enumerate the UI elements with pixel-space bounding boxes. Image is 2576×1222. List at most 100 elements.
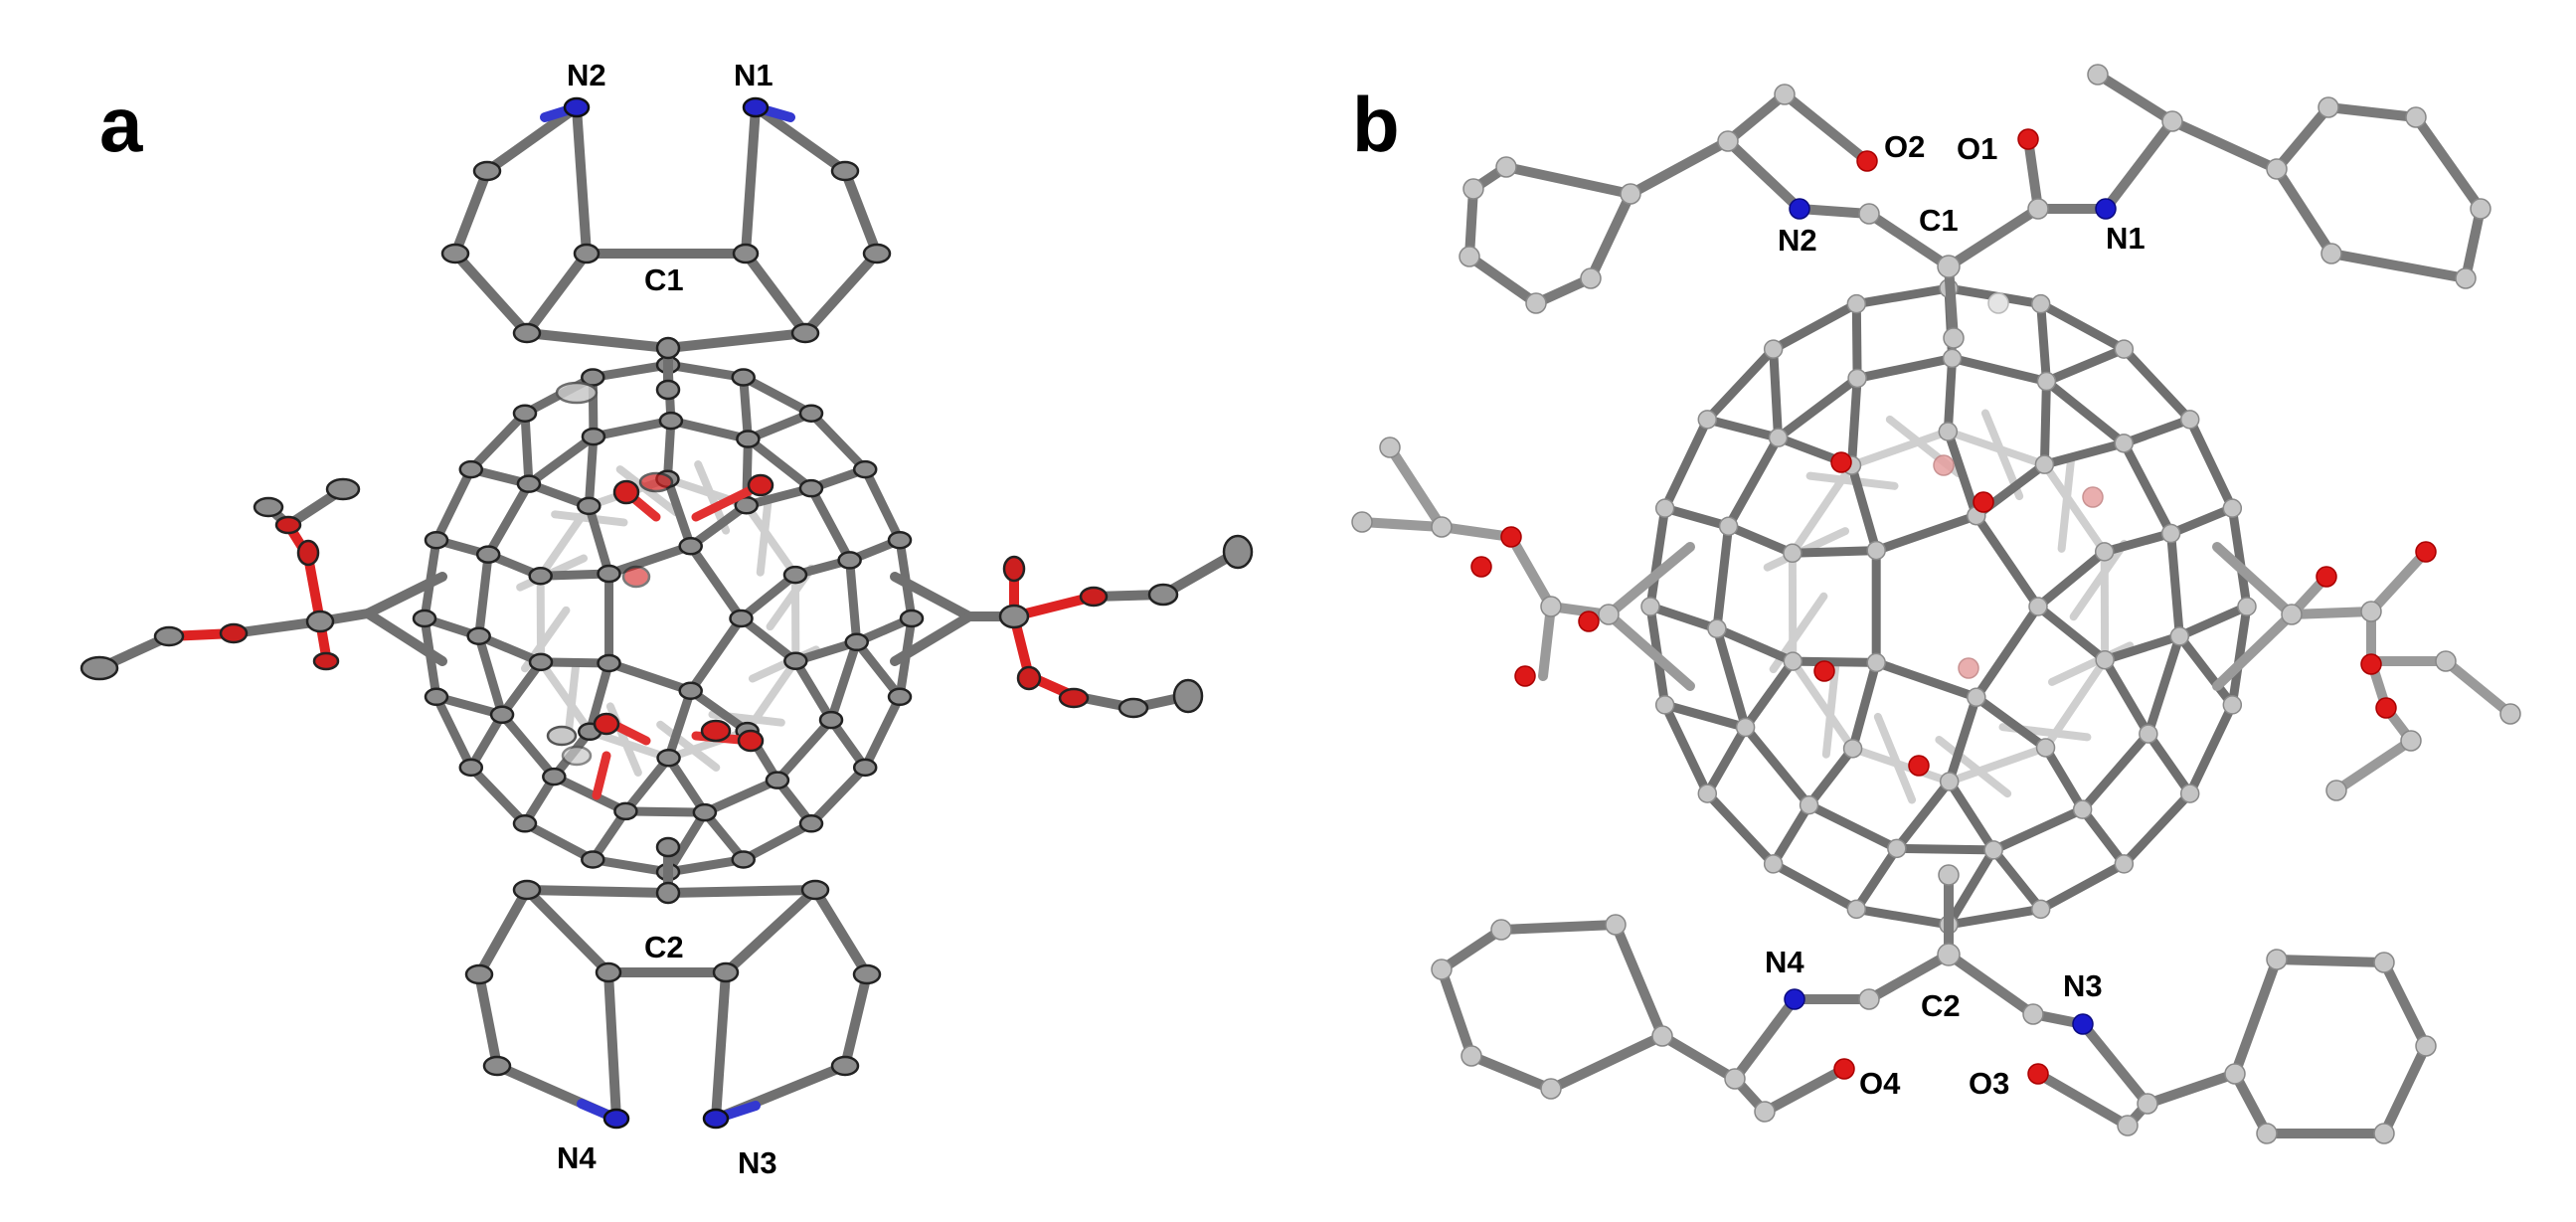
a-cage-atom [765, 771, 790, 789]
a-cage-atom [678, 681, 703, 701]
b-cage-atom [1983, 840, 2003, 860]
a-cage-atom [658, 411, 684, 431]
b-cage-atom [2179, 410, 2200, 430]
b-cage-atom [1846, 293, 1867, 314]
a-cage-atom [458, 459, 484, 479]
a-cage-atom [887, 530, 913, 550]
a-cage-atom [837, 551, 862, 570]
n3-atom-b [2072, 1013, 2094, 1035]
b-cage-atom [1847, 368, 1867, 389]
b-cage-atom [2114, 339, 2135, 359]
a-cage-atom [844, 632, 869, 652]
n4-atom-a [602, 1108, 630, 1130]
label-n3-b: N3 [2063, 968, 2103, 1003]
label-o3-b: O3 [1969, 1066, 2009, 1101]
a-cage-atom [798, 404, 824, 423]
bottom-bisoxazoline-b [1431, 864, 2437, 1144]
a-cage-atom [613, 801, 638, 821]
a-cage-atom [887, 687, 913, 707]
b-cage-atom [2222, 695, 2243, 715]
panel-letter-a: a [99, 81, 143, 168]
n4-atom-b [1784, 988, 1805, 1010]
b-cage-atom [2237, 597, 2257, 616]
right-ester-arm-b [2212, 541, 2521, 801]
a-cage-atom [798, 814, 824, 833]
b-cage-atom [1697, 410, 1718, 430]
b-cage-atom [1887, 838, 1907, 859]
b-cage-atom [1718, 516, 1739, 537]
bottom-diazafluorene-a [464, 836, 882, 1130]
a-cage-atom [489, 705, 515, 725]
b-cage-atom [2030, 293, 2051, 314]
b-cage-atom [2094, 542, 2115, 562]
left-ester-arm-a [80, 477, 447, 681]
b-cage-atom [2179, 784, 2200, 803]
label-n2-b: N2 [1778, 223, 1817, 258]
a-cage-atom [731, 850, 756, 869]
a-cage-atom [528, 652, 554, 672]
panel-b-molecule: b [1351, 64, 2521, 1144]
label-n4-a: N4 [557, 1140, 597, 1175]
fullerene-cage-a [412, 355, 925, 882]
b-cage-atom [2139, 724, 2158, 744]
b-cage-atom [1697, 784, 1718, 803]
panel-a-molecule: a [80, 58, 1254, 1180]
a-cage-atom [424, 530, 449, 550]
b-cage-atom [1799, 794, 1819, 815]
b-cage-atom [1967, 687, 1986, 708]
inner-ester-fragments-b [1813, 292, 2104, 777]
a-cage-atom [528, 566, 553, 586]
b-cage-atom [2072, 799, 2093, 819]
b-cage-atom [1846, 899, 1867, 920]
a-cage-atom [512, 814, 538, 833]
a-cage-atom [424, 687, 449, 707]
n3-atom-a [702, 1108, 730, 1130]
a-cage-atom [783, 651, 808, 671]
a-cage-atom [692, 802, 718, 822]
b-cage-atom [2114, 854, 2135, 874]
o4-atom-b [1833, 1058, 1855, 1080]
a-cage-atom [466, 626, 491, 646]
b-cage-atom [1763, 339, 1784, 359]
label-n1-b: N1 [2106, 221, 2146, 256]
a-cage-atom [852, 459, 878, 479]
left-ester-arm-b [1351, 436, 1695, 691]
b-cage-atom [1640, 597, 1660, 616]
a-cage-atom [542, 767, 567, 786]
b-cage-atom [1783, 543, 1803, 564]
label-n3-a: N3 [738, 1145, 777, 1180]
inner-ester-fragments-a [546, 381, 774, 800]
b-cage-atom [2114, 434, 2135, 453]
b-cage-atom [2028, 597, 2048, 616]
atom-labels-b: O2 O1 N2 C1 N1 N4 C2 N3 O4 O3 [1765, 129, 2146, 1101]
b-cage-atom [1707, 618, 1727, 639]
b-cage-atom [1735, 717, 1756, 738]
n2-atom-b [1789, 198, 1810, 220]
a-cage-atom [581, 427, 606, 446]
a-cage-atom [731, 368, 756, 387]
a-cage-atom [782, 565, 808, 585]
a-cage-atom [678, 536, 703, 556]
b-cage-atom [1783, 651, 1803, 671]
b-cage-atom [1942, 348, 1963, 369]
a-cage-atom [581, 368, 605, 387]
b-cage-atom [1866, 652, 1886, 673]
o1-atom-b [2017, 128, 2039, 150]
b-cage-atom [2169, 626, 2190, 646]
a-cage-atom [512, 404, 538, 423]
b-cage-atom [1842, 739, 1863, 759]
a-cage-atom [656, 748, 681, 768]
b-cage-atom [2030, 899, 2051, 920]
label-c1-a: C1 [644, 262, 684, 297]
panel-letter-b: b [1352, 81, 1400, 168]
n2-atom-a [563, 96, 591, 118]
b-cage-atom [1763, 854, 1784, 874]
label-o4-b: O4 [1859, 1066, 1901, 1101]
top-bisoxazoline-b [1459, 64, 2491, 349]
a-cage-atom [597, 653, 621, 673]
label-c2-a: C2 [644, 930, 684, 964]
a-cage-atom [729, 609, 754, 628]
n1-atom-a [742, 96, 770, 118]
label-o1-b: O1 [1957, 131, 1997, 166]
